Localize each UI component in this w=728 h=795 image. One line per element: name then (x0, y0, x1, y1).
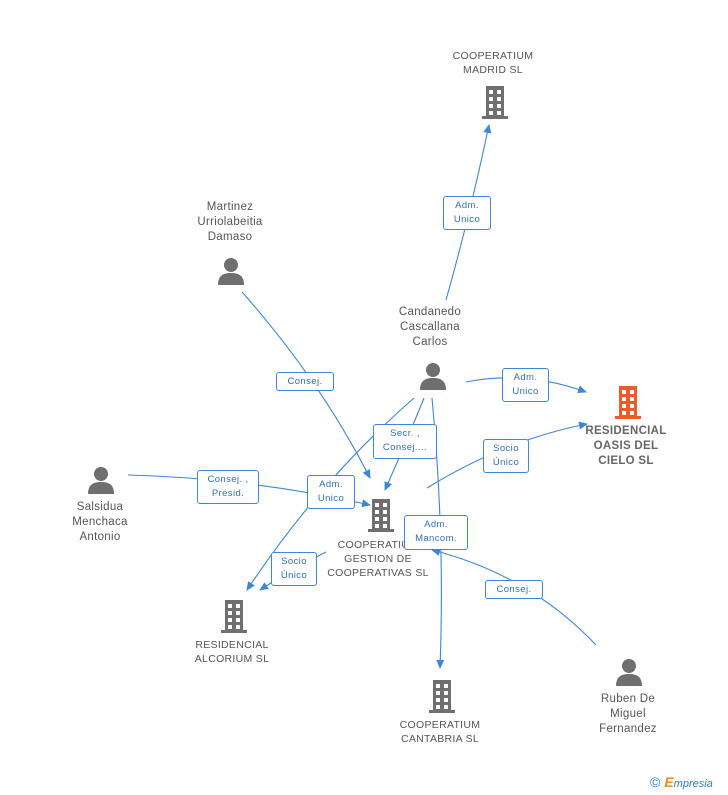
edge-label-adm-unico[interactable]: Adm. Unico (502, 368, 549, 402)
person-icon[interactable] (86, 465, 116, 495)
node-label-ruben[interactable]: Ruben De Miguel Fernandez (599, 693, 657, 735)
building-icon[interactable] (479, 85, 511, 119)
node-label-salsidua[interactable]: Salsidua Menchaca Antonio (72, 501, 128, 543)
building-icon[interactable] (426, 679, 458, 713)
edge-label-consej[interactable]: Consej. (276, 372, 334, 391)
node-label-cooperatium-cantabria[interactable]: COOPERATIUM CANTABRIA SL (399, 719, 481, 745)
node-label-candanedo[interactable]: Candanedo Cascallana Carlos (398, 306, 462, 348)
node-label-cooperatium-madrid[interactable]: COOPERATIUM MADRID SL (452, 50, 534, 76)
edge-label-socio-unico[interactable]: Socio Único (271, 552, 317, 586)
person-icon[interactable] (418, 361, 448, 391)
edge-label-socio-unico[interactable]: Socio Único (483, 439, 529, 473)
person-icon[interactable] (216, 256, 246, 286)
brand-logo-text: mpresia (673, 778, 713, 790)
brand-footer: ©Empresia (650, 774, 713, 790)
edge-label-consej[interactable]: Consej. (485, 580, 543, 599)
edge-label-adm-mancom[interactable]: Adm. Mancom. (404, 515, 468, 550)
edge-label-secr-consej[interactable]: Secr. , Consej.... (373, 424, 437, 459)
edge-label-adm-unico[interactable]: Adm. Unico (443, 196, 491, 230)
brand-logo-initial: E (664, 774, 674, 790)
copyright-symbol: © (650, 774, 661, 790)
node-label-residencial-oasis[interactable]: RESIDENCIAL OASIS DEL CIELO SL (585, 425, 667, 467)
building-icon[interactable] (218, 599, 250, 633)
person-icon[interactable] (614, 657, 644, 687)
building-icon[interactable] (365, 498, 397, 532)
edge-label-consej-presid[interactable]: Consej. , Presid. (197, 470, 259, 504)
edge-label-adm-unico[interactable]: Adm. Unico (307, 475, 355, 509)
node-label-gestion[interactable]: COOPERATIUM GESTION DE COOPERATIVAS SL (327, 539, 429, 579)
node-label-martinez[interactable]: Martinez Urriolabeitia Damaso (197, 201, 263, 243)
building-icon-highlighted[interactable] (612, 385, 644, 419)
node-label-residencial-alcorium[interactable]: RESIDENCIAL ALCORIUM SL (194, 639, 270, 665)
